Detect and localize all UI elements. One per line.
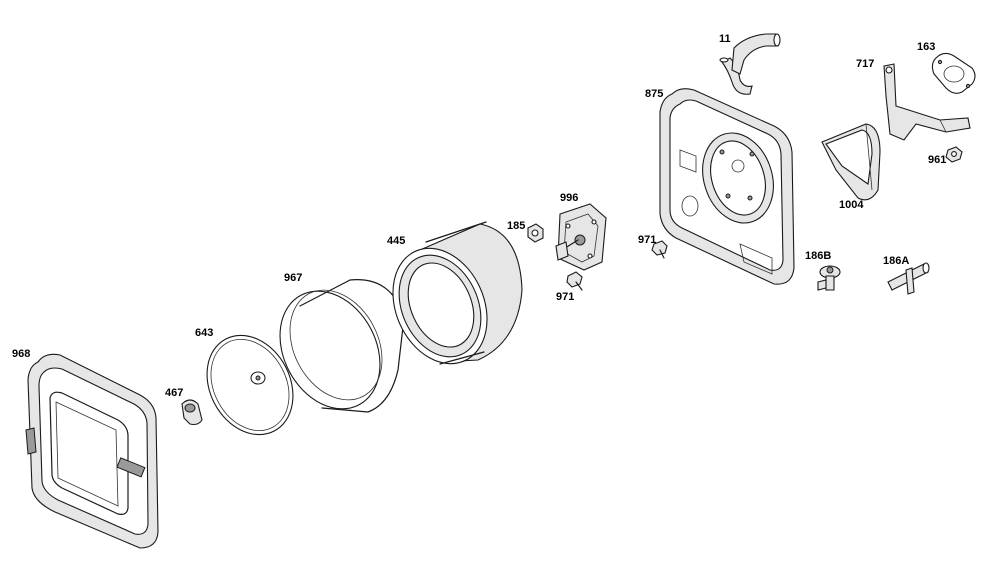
part-label-996: 996 — [560, 192, 579, 204]
part-label-967: 967 — [284, 272, 303, 284]
part-label-163: 163 — [917, 41, 936, 53]
knob-icon — [181, 399, 203, 426]
nut-icon — [945, 146, 963, 163]
breather-hose-icon — [719, 33, 781, 95]
part-label-961: 961 — [928, 154, 947, 166]
breather-tube-icon — [887, 262, 930, 295]
screw-icon — [651, 240, 668, 259]
part-label-467: 467 — [165, 387, 184, 399]
part-label-643: 643 — [195, 327, 214, 339]
part-label-971-bracket: 971 — [556, 291, 575, 303]
part-label-185: 185 — [507, 220, 526, 232]
part-label-971-base: 971 — [638, 234, 657, 246]
intake-adapter-icon — [821, 123, 881, 201]
fitting-icon — [817, 265, 841, 291]
cartridge-icon — [392, 221, 523, 365]
part-label-186a: 186A — [883, 255, 910, 267]
support-bracket-icon — [883, 63, 971, 141]
part-label-968: 968 — [12, 348, 31, 360]
part-label-875: 875 — [645, 88, 664, 100]
nut-icon — [527, 223, 544, 243]
air-cleaner-base-icon — [659, 88, 795, 285]
part-label-186b: 186B — [805, 250, 832, 262]
part-label-717: 717 — [856, 58, 875, 70]
part-label-445: 445 — [387, 235, 406, 247]
part-label-11: 11 — [719, 33, 731, 45]
screw-icon — [566, 271, 583, 291]
air-filter-icon — [206, 334, 294, 436]
part-label-1004: 1004 — [839, 199, 864, 211]
air-cleaner-cover-icon — [25, 353, 159, 549]
bracket-icon — [555, 203, 607, 271]
gasket-icon — [931, 52, 976, 94]
